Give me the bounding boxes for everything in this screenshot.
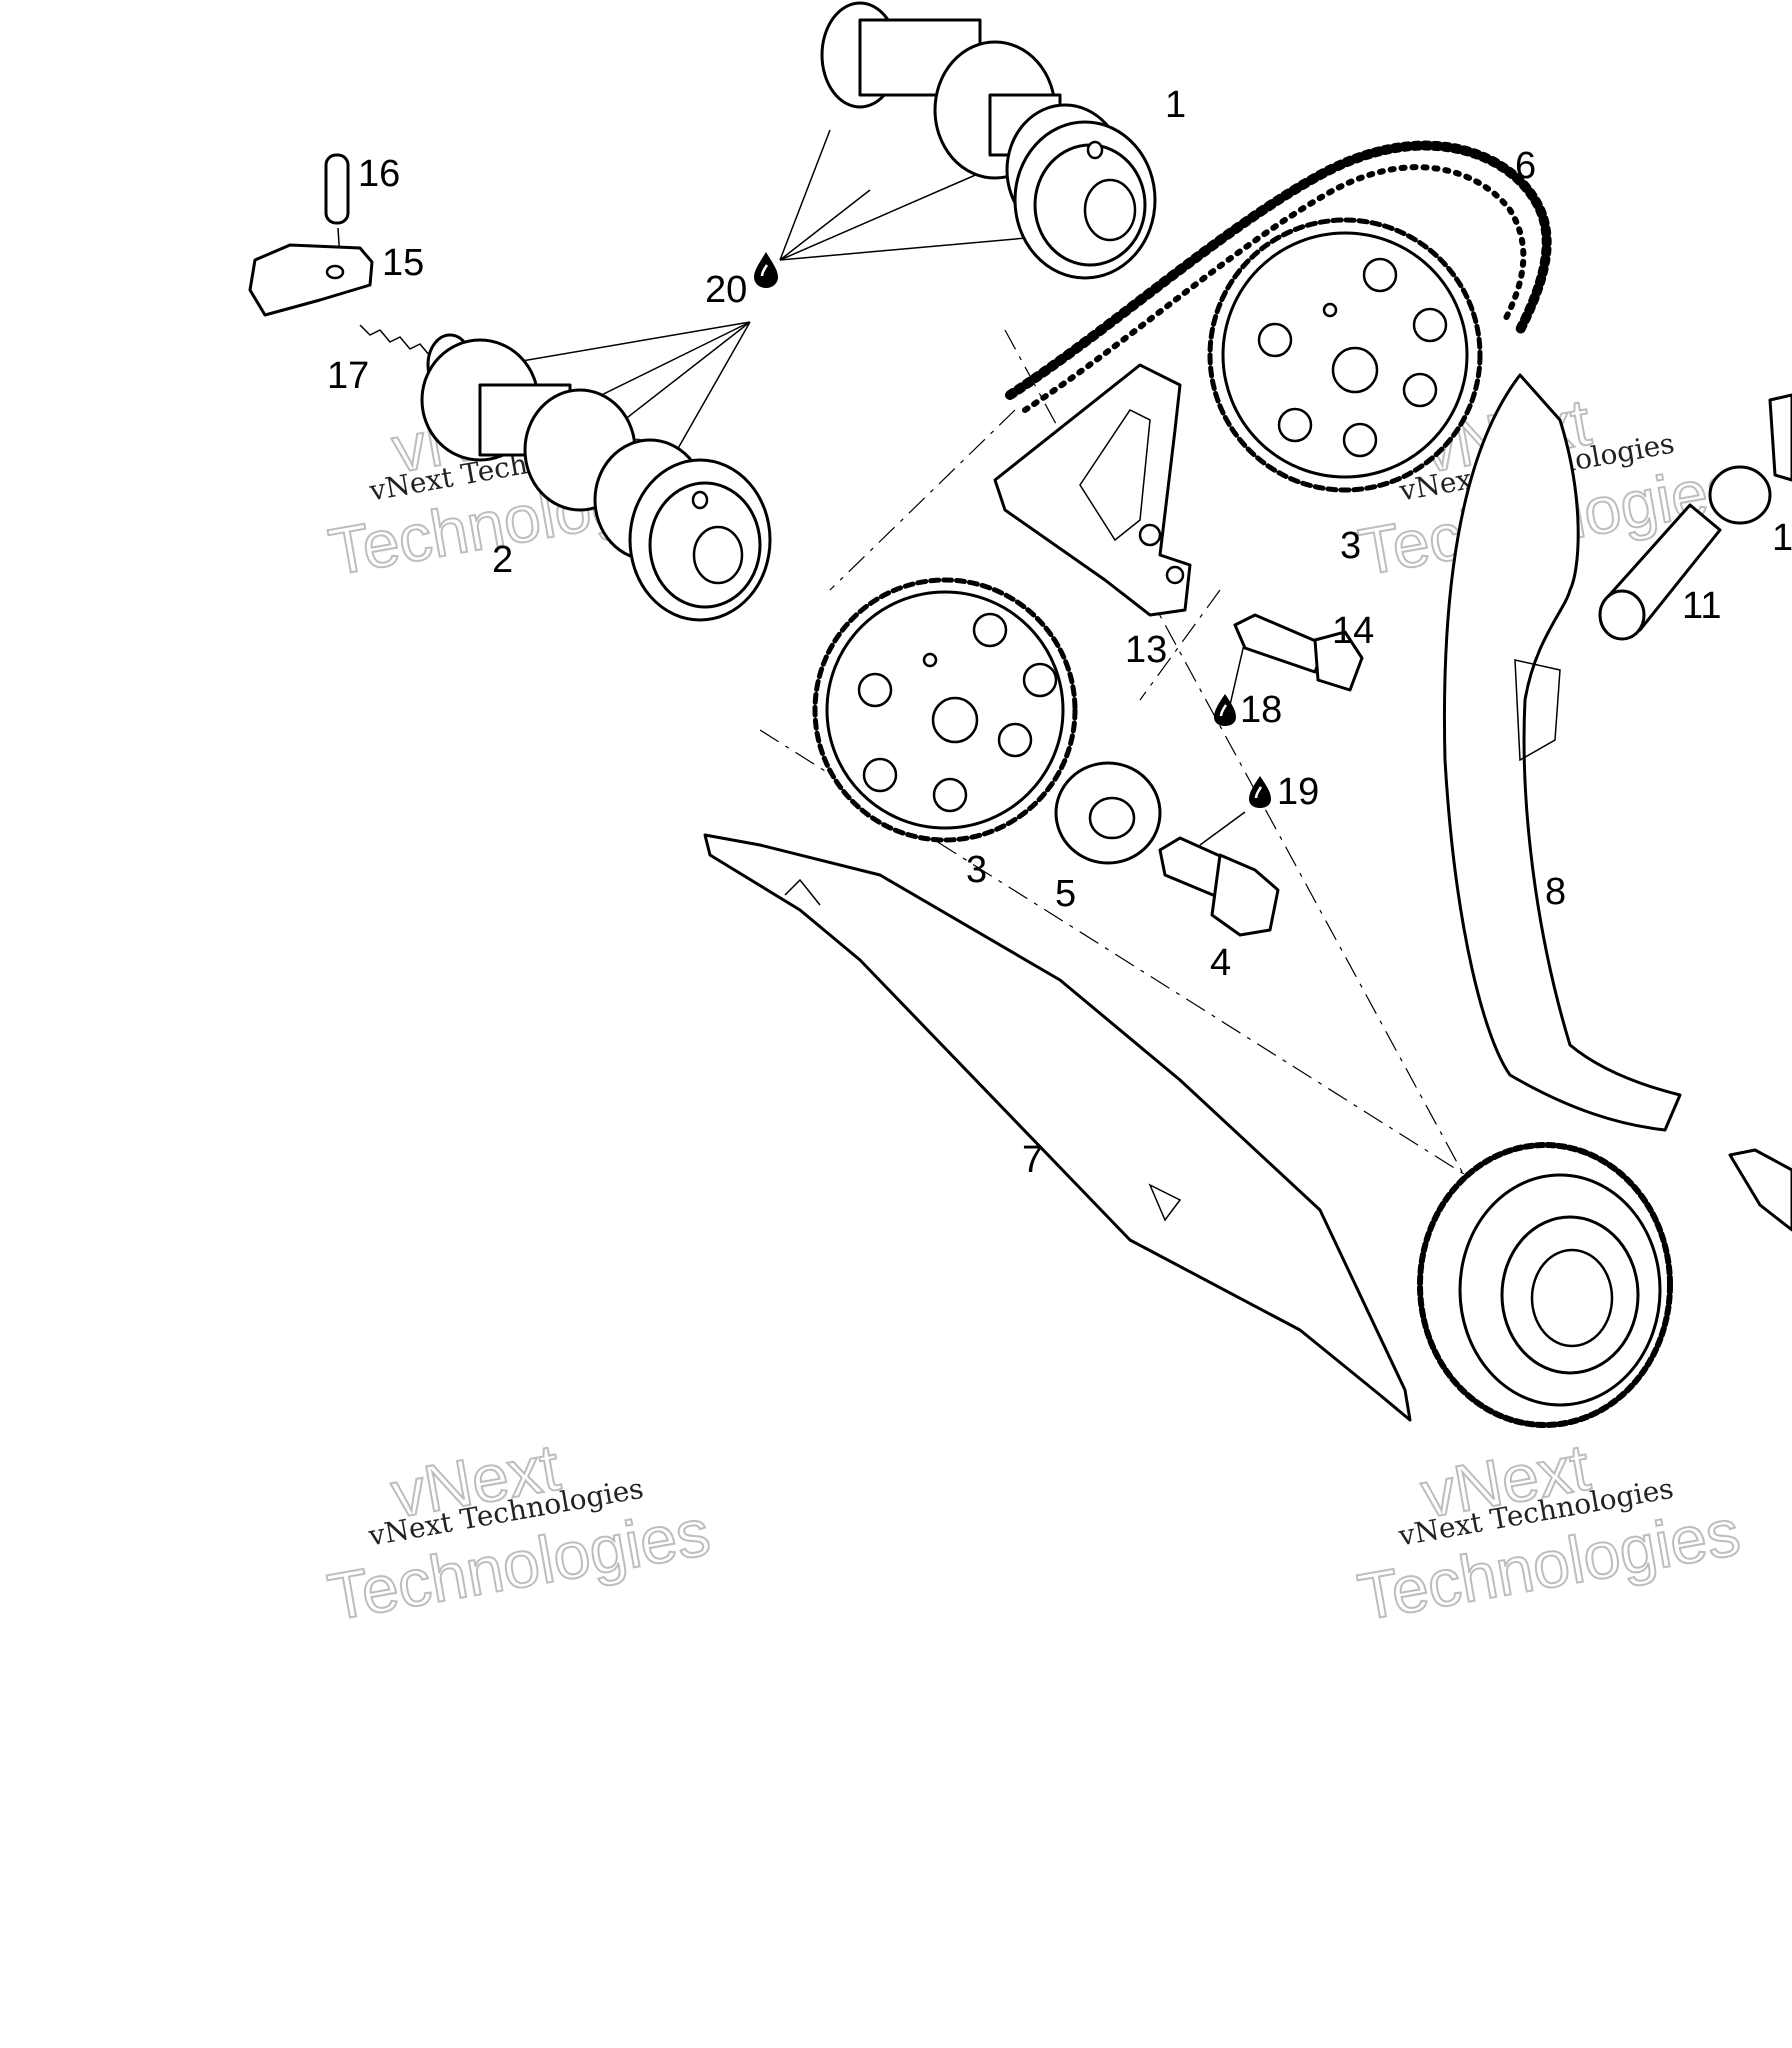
camshaft-upper	[820, 1, 1157, 280]
callout-20: 20	[705, 269, 747, 311]
slide-rail	[1443, 373, 1682, 1132]
tensioner-rail	[703, 833, 1412, 1422]
callout-3-upper: 3	[1340, 525, 1361, 567]
chain-guide-bracket	[993, 363, 1192, 617]
callout-3-lower: 3	[966, 849, 987, 891]
bolt-4	[1158, 836, 1280, 937]
tensioner-plunger	[1598, 393, 1792, 1232]
callout-4: 4	[1210, 942, 1231, 984]
callout-16: 16	[358, 153, 400, 195]
oil-drop-icon	[1249, 776, 1271, 808]
callout-1: 1	[1165, 84, 1186, 126]
callout-17: 17	[327, 355, 369, 397]
callout-labels: 1 2 3 3 4 5 6 7 8 11 13 14 15 16 17 18 1…	[327, 84, 1792, 1181]
callout-14: 14	[1332, 610, 1374, 652]
rocker-arm-assembly	[248, 153, 431, 357]
callout-15: 15	[382, 242, 424, 284]
callout-5: 5	[1055, 873, 1076, 915]
timing-chain	[1005, 140, 1552, 413]
callout-19: 19	[1277, 771, 1319, 813]
watermark-bottom-right: vNext vNext Technologies Technologies	[1352, 1428, 1746, 1635]
watermark-bottom-left: vNext vNext Technologies Technologies	[322, 1428, 716, 1635]
oil-drop-icon	[1214, 694, 1236, 726]
callout-8: 8	[1545, 871, 1566, 913]
sprocket-upper	[1207, 217, 1483, 493]
camshaft-lower	[420, 333, 772, 622]
callout-1-edge: 1	[1772, 517, 1792, 559]
callout-18: 18	[1240, 689, 1282, 731]
callout-13: 13	[1125, 629, 1167, 671]
washer	[1054, 761, 1162, 865]
callout-6: 6	[1515, 145, 1536, 187]
callout-2: 2	[492, 539, 513, 581]
callout-7: 7	[1022, 1139, 1043, 1181]
screw-14	[1233, 613, 1364, 692]
oil-drop-icon	[754, 252, 778, 288]
callout-11: 11	[1682, 585, 1721, 627]
crankshaft-gear	[1417, 1142, 1673, 1428]
sprocket-lower	[812, 577, 1078, 843]
